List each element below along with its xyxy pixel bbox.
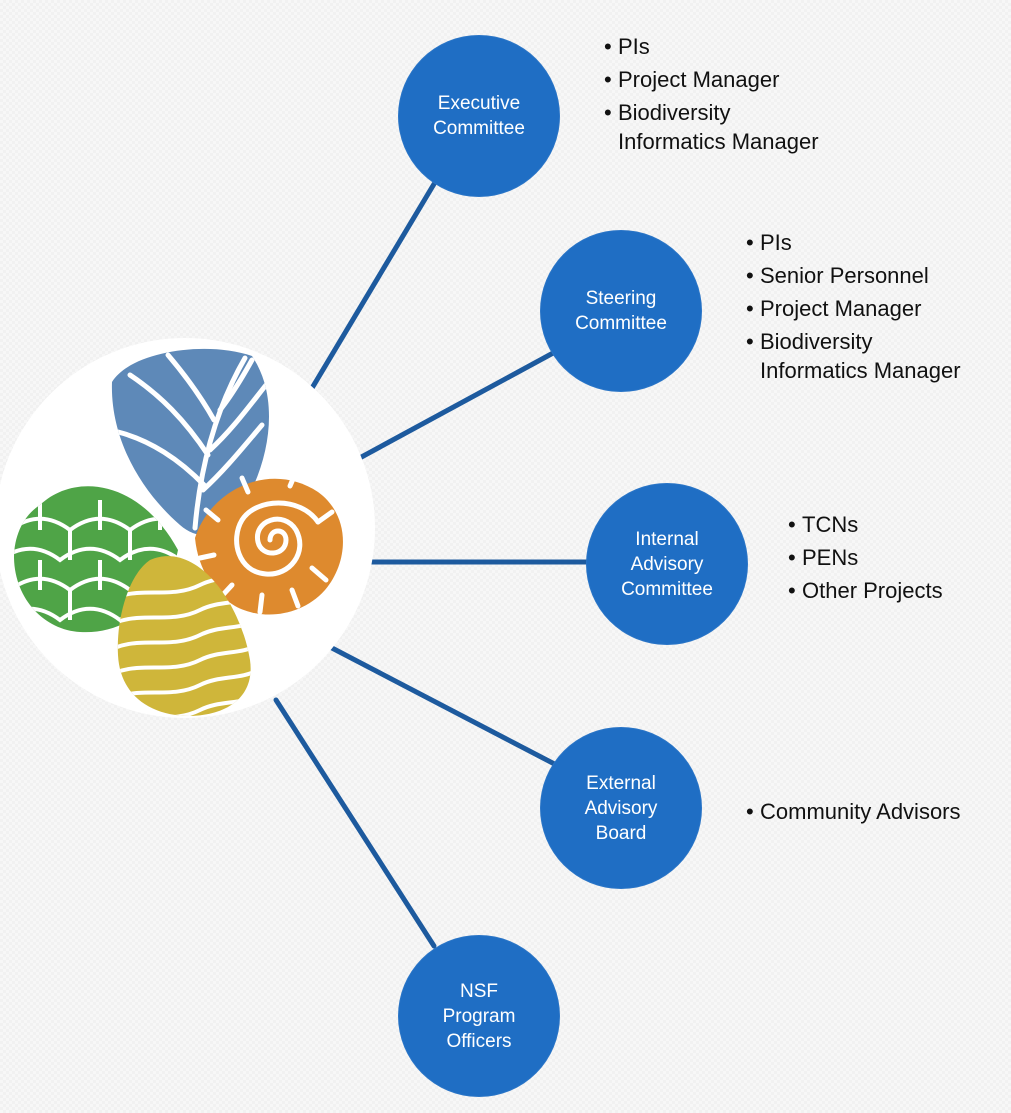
nsf-program-officers-label: NSF Program Officers [442,980,516,1052]
executive-committee-node: Executive Committee [398,35,560,197]
member-item: PIs [604,32,894,61]
member-item: PIs [746,228,1011,257]
member-item: Biodiversity Informatics Manager [746,327,1011,385]
member-item: Other Projects [788,576,1008,605]
executive-committee-members: PIs Project Manager Biodiversity Informa… [604,32,894,160]
internal-advisory-committee-node: Internal Advisory Committee [586,483,748,645]
member-item: PENs [788,543,1008,572]
connector-external [329,645,569,773]
executive-committee-label: Executive Committee [433,93,525,139]
member-item: Biodiversity Informatics Manager [604,98,894,156]
internal-advisory-committee-label: Internal Advisory Committee [621,528,713,600]
internal-advisory-committee-members: TCNs PENs Other Projects [788,510,1008,609]
connector-nsf [273,697,437,949]
connector-lines [273,181,589,949]
nsf-program-officers-node: NSF Program Officers [398,935,560,1097]
yellow-leaf-icon [117,556,251,716]
member-item: TCNs [788,510,1008,539]
member-item: Community Advisors [746,797,1011,826]
steering-committee-label: Steering Committee [575,288,667,334]
biodiversity-logo [0,338,375,718]
member-item: Senior Personnel [746,261,1011,290]
steering-committee-node: Steering Committee [540,230,702,392]
external-advisory-board-node: External Advisory Board [540,727,702,889]
blue-leaf-icon [111,348,270,536]
external-advisory-board-members: Community Advisors [746,797,1011,830]
shell-icon [195,469,343,615]
steering-committee-members: PIs Senior Personnel Project Manager Bio… [746,228,1011,389]
external-advisory-board-label: External Advisory Board [584,772,658,844]
connector-steer [329,343,569,476]
member-item: Project Manager [746,294,1011,323]
member-item: Project Manager [604,65,894,94]
